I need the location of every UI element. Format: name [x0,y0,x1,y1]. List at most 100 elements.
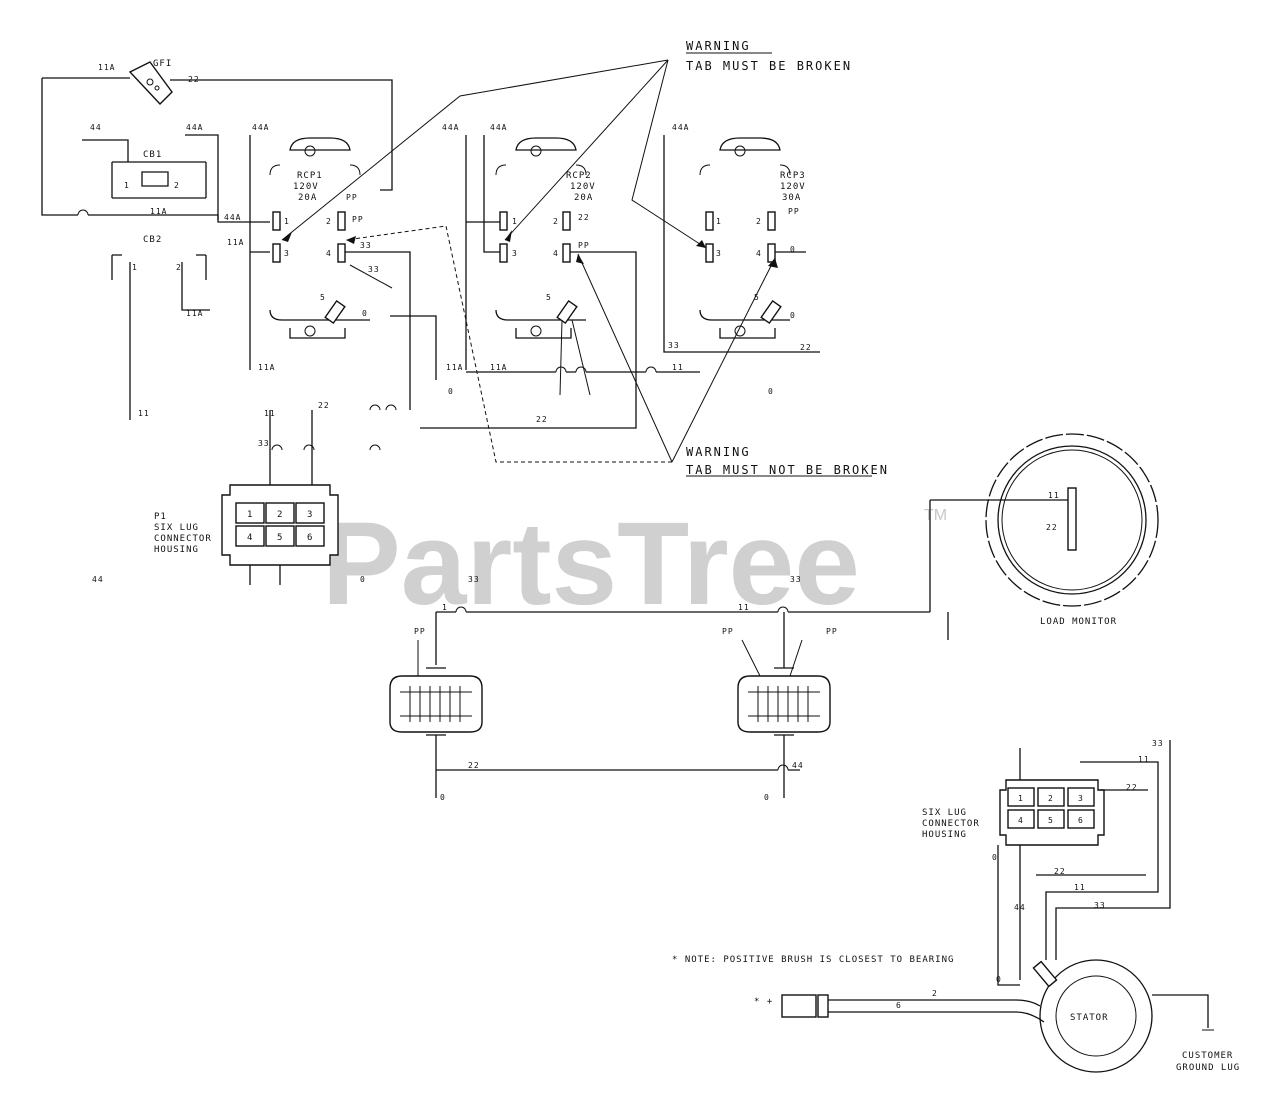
rcp3-term-5: 5 [754,293,760,302]
wire-label: 11A [258,363,275,372]
wire-label: 0 [360,575,366,584]
cb2-terminal-1: 1 [132,263,138,272]
wire-label: 33 [1152,739,1164,748]
wire-label: PP [826,627,838,636]
outlet-left: PP [389,612,483,798]
rcp1-volt: 120V [293,182,319,192]
pin-1: 1 [247,510,253,520]
wire-label: 22 [536,415,548,424]
rcp2-term-3: 3 [512,249,518,258]
receptacle-2: RCP2 120V 20A 1 3 2 4 5 22 PP [495,137,596,339]
rcp3-volt: 120V [780,182,806,192]
rcp1-term-1: 1 [284,217,290,226]
wire-label: 11A [227,238,244,247]
wire-label: PP [722,627,734,636]
load-monitor-label: LOAD MONITOR [1040,617,1117,627]
cb1-terminal-1: 1 [124,181,130,190]
rcp1-label: RCP1 [297,171,323,181]
wire-label: 33 [790,575,802,584]
wire-label: 44A [672,123,689,132]
wire-label: 22 [188,75,200,84]
warning-top-text: TAB MUST BE BROKEN [686,59,852,73]
wire-label: 0 [764,793,770,802]
wire-label: 44A [186,123,203,132]
wire-label: 44A [224,213,241,222]
wire-label: 33 [468,575,480,584]
pin-3: 3 [307,510,313,520]
wire-label: 22 [318,401,330,410]
wire-label: 11A [98,63,115,72]
stator-label: STATOR [1070,1013,1109,1023]
warning-bottom: WARNING TAB MUST NOT BE BROKEN [345,225,889,477]
p1-desc-2: CONNECTOR [154,534,212,544]
rcp3-label: RCP3 [780,171,806,181]
p1-connector: 1 2 3 4 5 6 P1 SIX LUG CONNECTOR HOUSING [154,484,339,585]
brush-note: * NOTE: POSITIVE BRUSH IS CLOSEST TO BEA… [672,955,954,965]
rcp2-term-1: 1 [512,217,518,226]
pin-2: 2 [277,510,283,520]
ground-label-2: GROUND LUG [1176,1063,1240,1073]
cb1-label: CB1 [143,150,162,160]
wire-label: PP [352,215,364,224]
p2-desc-2: CONNECTOR [922,819,980,829]
load-monitor: 11 22 LOAD MONITOR [985,433,1159,627]
cb2-label: CB2 [143,235,162,245]
p2-desc-3: HOUSING [922,830,967,840]
rcp1-term-4: 4 [326,249,332,258]
rcp2-term-5: 5 [546,293,552,302]
ground-label-1: CUSTOMER [1182,1051,1233,1061]
wire-label: 0 [996,975,1002,984]
watermark: PartsTree [322,498,860,630]
wire-label: 22 [578,213,590,222]
wire-label: 44A [442,123,459,132]
wire-label: 22 [468,761,480,770]
rcp3-term-1: 1 [716,217,722,226]
wire-label: 33 [668,341,680,350]
rcp3-term-3: 3 [716,249,722,258]
wire-label: 0 [768,387,774,396]
cb1-terminal-2: 2 [174,181,180,190]
wire-label: 33 [258,439,270,448]
pin-5: 5 [1048,816,1054,825]
wire-label: PP [788,207,800,216]
gfci-label: GFI [153,59,172,69]
wire-label: 33 [1094,901,1106,910]
rcp1-term-3: 3 [284,249,290,258]
wire-label: 0 [448,387,454,396]
circuit-breaker-2: CB2 1 2 11A 11 [111,235,210,420]
wire-label: 11A [490,363,507,372]
pin-1: 1 [1018,794,1024,803]
wire-label: 11 [264,409,276,418]
pin-5: 5 [277,533,283,543]
wire-label: 0 [992,853,998,862]
wire-label: 11A [150,207,167,216]
wire-label: 0 [790,245,796,254]
rcp2-volt: 120V [570,182,596,192]
wire-label: 44A [490,123,507,132]
pin-4: 4 [1018,816,1024,825]
receptacle-1: RCP1 120V 20A 1 3 2 4 5 PP PP 33 0 [269,137,372,339]
wire-label: 11A [446,363,463,372]
wire-label: 11A [186,309,203,318]
wire-label: 44 [792,761,804,770]
warning-bottom-text: TAB MUST NOT BE BROKEN [686,463,889,477]
pin-2: 2 [1048,794,1054,803]
wire-label: 33 [360,241,372,250]
wire-label: 11 [1074,883,1086,892]
wire-label: 44 [90,123,102,132]
pin-6: 6 [307,533,313,543]
warning-top: WARNING TAB MUST BE BROKEN [281,39,852,249]
p1-desc-1: SIX LUG [154,523,199,533]
p1-desc-3: HOUSING [154,545,199,555]
rcp1-amp: 20A [298,193,317,203]
receptacle-3: RCP3 120V 30A 1 3 2 4 5 PP 0 0 [699,137,806,339]
warning-top-title: WARNING [686,39,751,53]
wire-label: 22 [800,343,812,352]
rcp3-term-4: 4 [756,249,762,258]
lm-wire-11: 11 [1048,491,1060,500]
wire-label: 1 [442,603,448,612]
rcp2-term-2: 2 [553,217,559,226]
rcp2-term-4: 4 [553,249,559,258]
wire-label: 44 [92,575,104,584]
